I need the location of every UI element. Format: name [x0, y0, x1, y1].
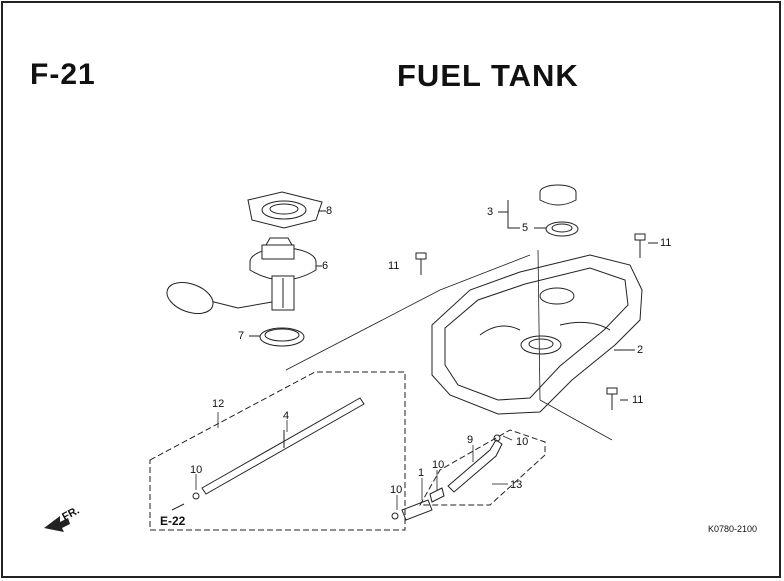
callout-11-left: 11: [388, 260, 400, 272]
part-7-gasket: [249, 327, 305, 347]
part-4-drain-tube: [192, 397, 365, 500]
callout-1: 1: [418, 467, 425, 479]
cross-reference-label: E-22: [160, 514, 186, 528]
assembly-boxes: [149, 371, 546, 531]
callout-10-c: 10: [432, 459, 445, 471]
callout-7: 7: [238, 330, 245, 342]
leader-lines: [195, 249, 613, 510]
callout-9: 9: [467, 434, 474, 446]
drawing-code: K0780-2100: [708, 524, 758, 534]
callout-12: 12: [212, 398, 225, 410]
part-8-ring-plate: [247, 191, 326, 229]
front-direction-arrow-icon: [44, 516, 70, 532]
callout-4: 4: [283, 410, 290, 422]
callout-13: 13: [510, 479, 523, 491]
part-9-hose: [391, 434, 503, 521]
callout-11-right: 11: [660, 237, 672, 249]
callout-10-d: 10: [390, 484, 403, 496]
part-2-fuel-tank: [431, 254, 643, 415]
part-6-fuel-pump: [166, 237, 322, 315]
part-3-fuel-cap: [498, 184, 579, 237]
callout-5: 5: [522, 222, 529, 234]
callout-3: 3: [487, 206, 494, 218]
callout-6: 6: [322, 260, 329, 272]
diagram-title: FUEL TANK: [397, 58, 579, 93]
cross-ref-pointer: [171, 503, 185, 511]
section-code: F-21: [30, 58, 96, 91]
callout-11-bottom: 11: [632, 394, 644, 406]
callout-8: 8: [326, 205, 333, 217]
callout-10-a: 10: [190, 464, 203, 476]
part-11-bolts: [415, 233, 658, 410]
callout-10-b: 10: [516, 436, 529, 448]
callout-2: 2: [637, 344, 644, 356]
